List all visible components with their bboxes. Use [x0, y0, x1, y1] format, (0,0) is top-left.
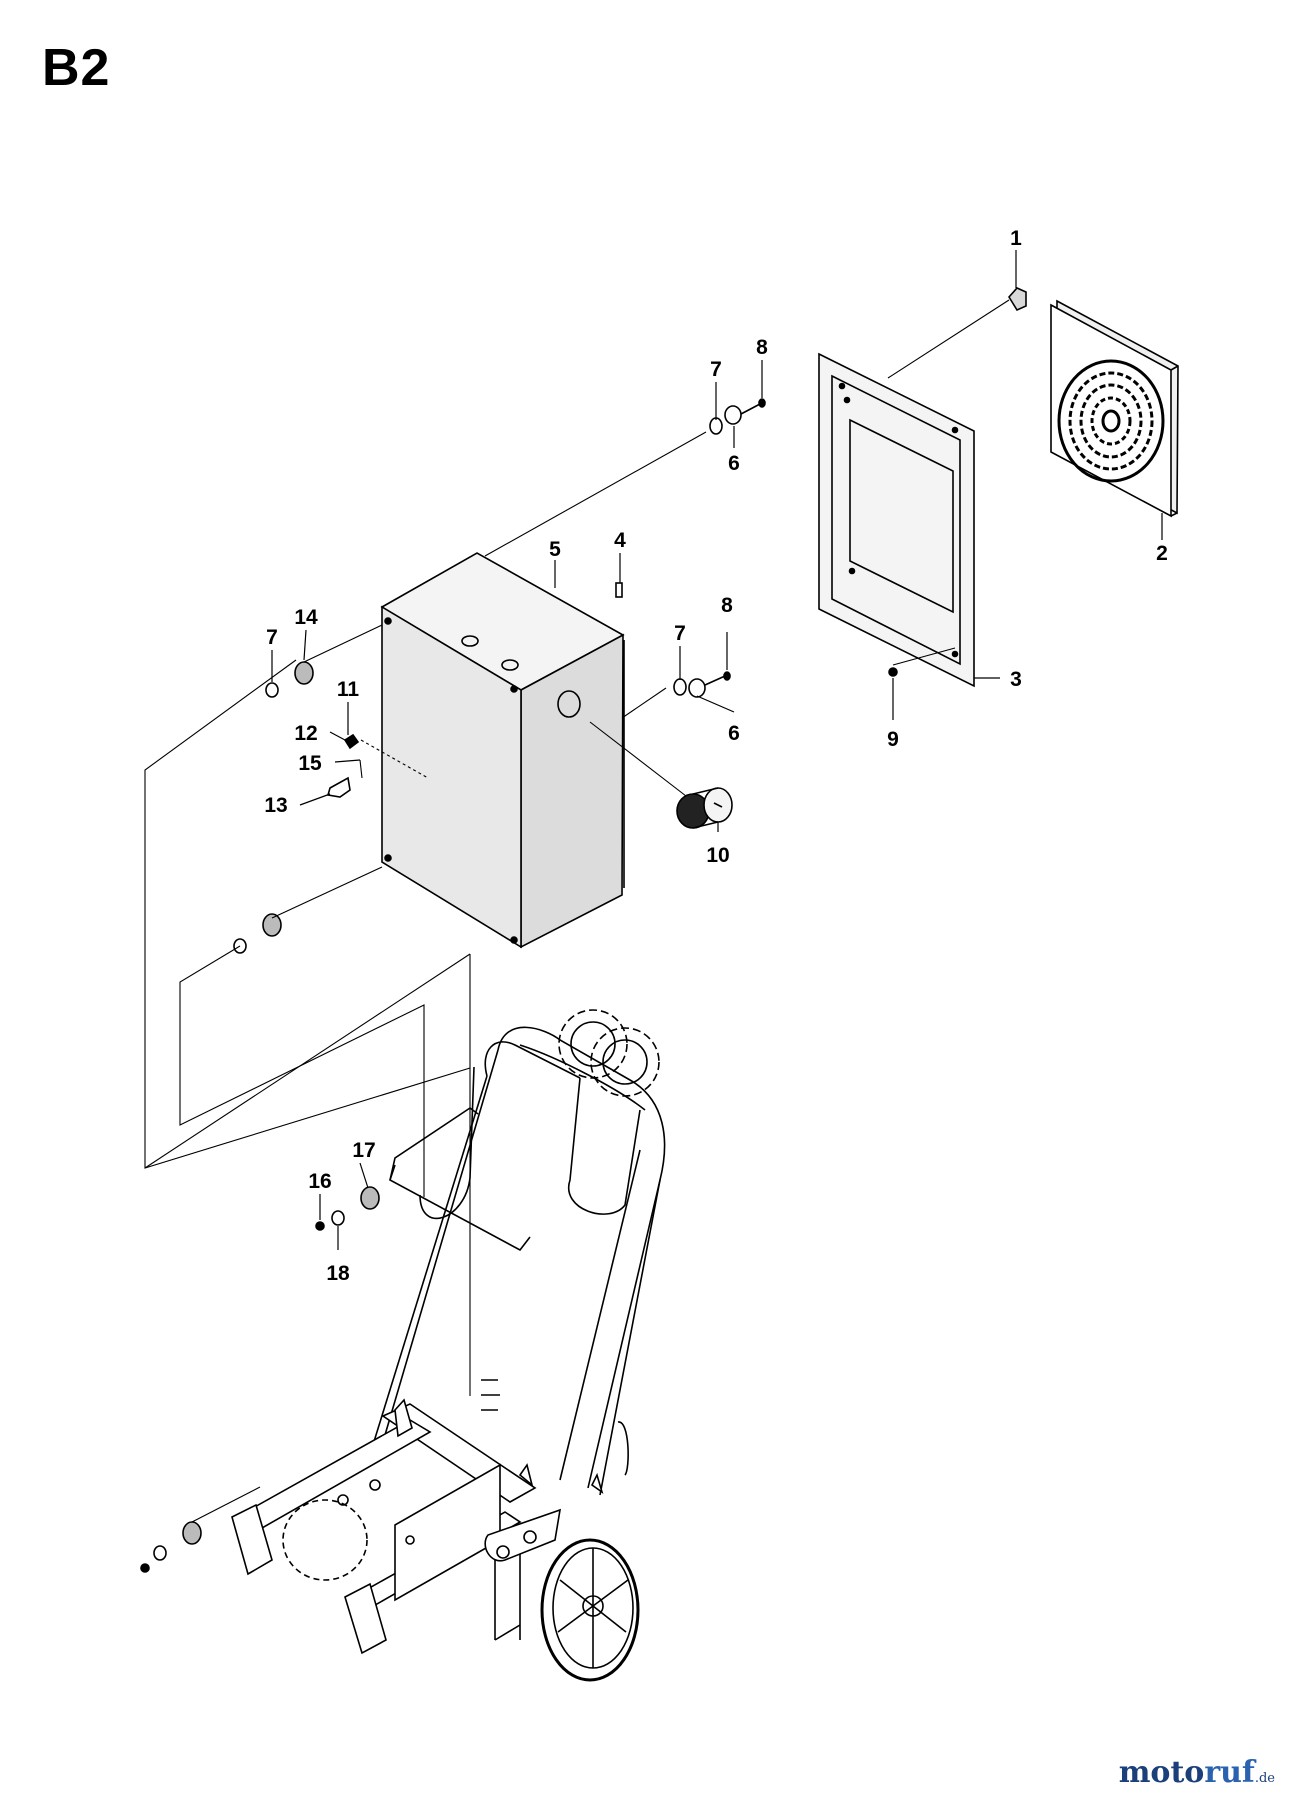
- callout-labels: 1 2 3 4 5 6 6 7 7 7 8 8 9 10 11 12 13 14…: [264, 227, 1168, 1285]
- callout-11: 11: [337, 678, 360, 701]
- callout-15: 15: [298, 752, 322, 775]
- callout-3: 3: [1010, 668, 1022, 691]
- callout-1: 1: [1010, 227, 1022, 250]
- callout-13: 13: [264, 794, 287, 817]
- callout-18: 18: [326, 1262, 350, 1285]
- washers: [140, 398, 898, 1573]
- watermark-brand-a: moto: [1118, 1755, 1205, 1790]
- cover-frame: [818, 352, 975, 688]
- watermark-tld: .de: [1254, 1771, 1275, 1786]
- callout-8-mid: 8: [721, 594, 733, 617]
- callout-7-top: 7: [710, 358, 722, 381]
- callout-2: 2: [1156, 542, 1168, 565]
- assembly-lines: [144, 299, 1010, 1523]
- callout-12: 12: [294, 722, 317, 745]
- electrical-box: [380, 552, 625, 949]
- callout-6-top: 6: [728, 452, 740, 475]
- leader-lines: [271, 250, 1163, 1250]
- callout-8-top: 8: [756, 336, 768, 359]
- callout-10: 10: [706, 844, 729, 867]
- callout-5: 5: [549, 538, 561, 561]
- latch-part: [1008, 287, 1027, 312]
- callout-7-left: 7: [266, 626, 278, 649]
- callout-6-mid: 6: [728, 722, 740, 745]
- page-title: B2: [42, 39, 111, 97]
- callout-16: 16: [308, 1170, 331, 1193]
- cable-gland: [676, 787, 733, 829]
- trolley-frame: [231, 1009, 666, 1682]
- watermark-brand-b: ruf: [1204, 1755, 1255, 1790]
- callout-9: 9: [887, 728, 899, 751]
- callout-17: 17: [352, 1139, 375, 1162]
- callout-4: 4: [614, 529, 626, 552]
- callout-14: 14: [294, 606, 318, 629]
- fan-grille: [1050, 299, 1179, 518]
- callout-7-mid: 7: [674, 622, 686, 645]
- watermark-logo: motoruf.de: [1119, 1755, 1275, 1790]
